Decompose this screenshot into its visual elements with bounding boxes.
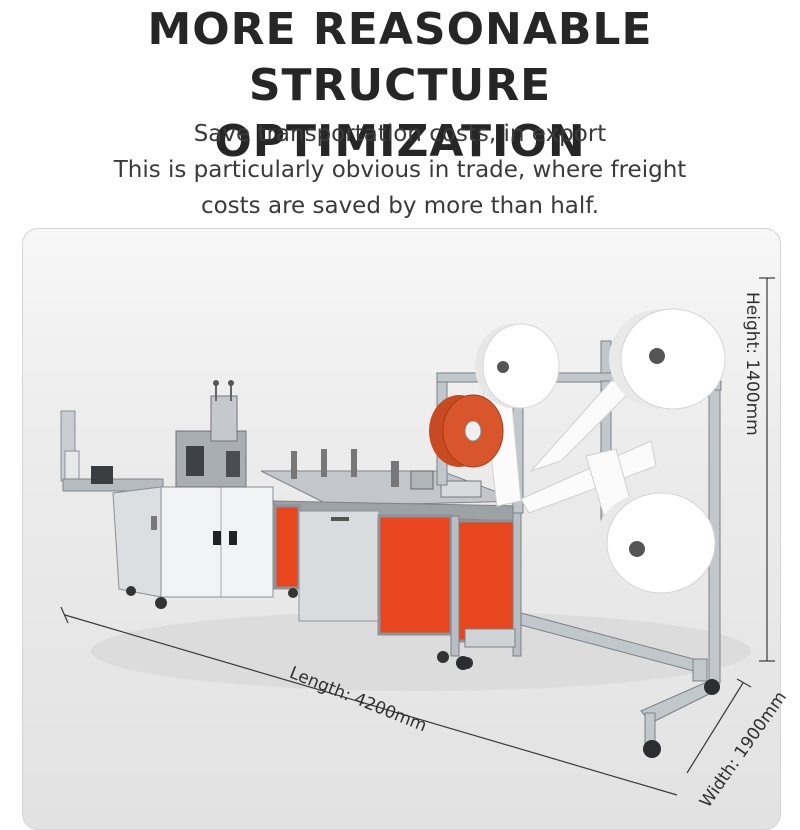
height-dimension-label: Height: 1400mm <box>742 292 762 436</box>
nose-wire-reel <box>429 394 504 468</box>
product-photo-panel <box>22 228 781 830</box>
width-dimension-line <box>686 678 752 774</box>
fabric-roll-bottom <box>595 492 716 594</box>
subtitle-line-3: costs are saved by more than half. <box>200 193 600 219</box>
length-dimension-line <box>60 606 678 796</box>
headline-line-2: OPTIMIZATION <box>214 116 586 167</box>
frame-foot <box>643 740 661 758</box>
headline-line-1: MORE REASONABLE STRUCTURE <box>147 4 653 111</box>
headline: MORE REASONABLE STRUCTURE OPTIMIZATION <box>0 2 800 170</box>
subtitle-line-2: This is particularly obvious in trade, w… <box>113 157 687 183</box>
frame-foot <box>704 679 720 695</box>
frame-foot <box>456 656 470 670</box>
subtitle: Save transportation costs, in export Thi… <box>0 116 800 224</box>
welding-head-tower <box>175 380 247 488</box>
mask-machine-illustration <box>60 277 775 796</box>
orange-cabinet-body <box>273 504 522 669</box>
height-dimension-line <box>759 277 775 662</box>
production-table <box>260 449 522 522</box>
left-conveyor-arm <box>60 410 164 492</box>
subtitle-line-1: Save transportation costs, in export <box>193 121 607 147</box>
ear-loop-welding-cabinet <box>112 486 274 609</box>
fabric-roll-top-right <box>609 308 726 410</box>
fabric-roll-top-left <box>475 323 560 409</box>
